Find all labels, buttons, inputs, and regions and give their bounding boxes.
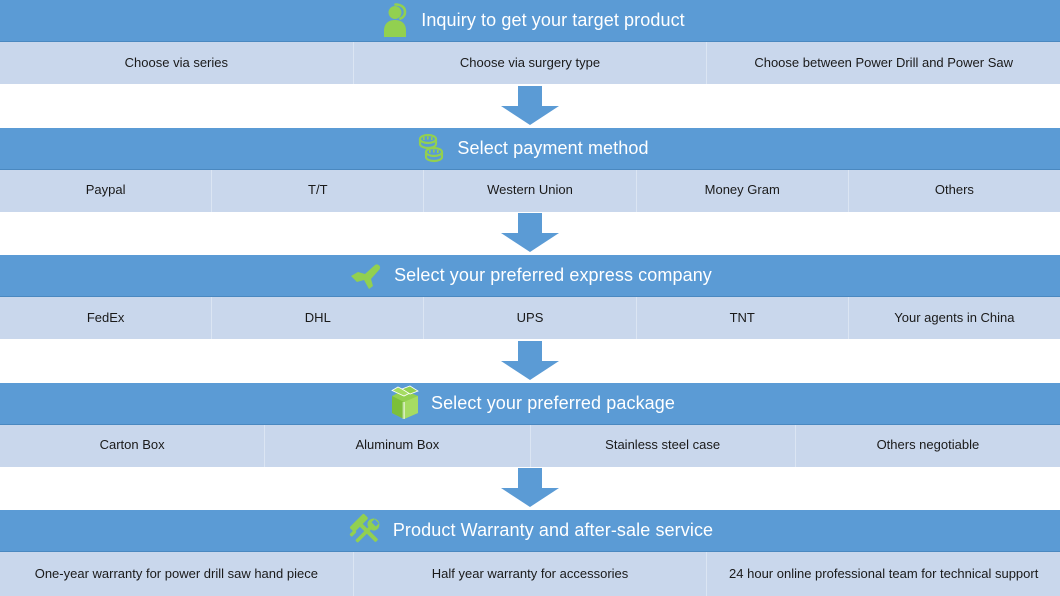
coins-icon [411,128,451,168]
option-row-payment: Paypal T/T Western Union Money Gram Othe… [0,169,1060,212]
stage-warranty: Product Warranty and after-sale service … [0,510,1060,596]
option-row-package: Carton Box Aluminum Box Stainless steel … [0,424,1060,467]
option-item[interactable]: UPS [424,297,637,339]
option-item[interactable]: 24 hour online professional team for tec… [729,565,1039,581]
stage-header-payment: Select payment method [0,127,1060,170]
stage-package: Select your preferred package Carton Box… [0,382,1060,467]
option-item[interactable]: DHL [212,297,425,339]
arrow-down-icon [501,340,559,380]
stage-title: Select your preferred package [430,392,676,413]
arrow-down-icon [501,468,559,508]
package-box-icon [385,383,425,423]
option-item[interactable]: One-year warranty for power drill saw ha… [0,552,354,596]
arrow-down-icon [501,213,559,253]
connector-2 [0,211,1060,255]
connector-3 [0,339,1060,383]
stage-express: Select your preferred express company Fe… [0,255,1060,339]
option-item[interactable]: Carton Box [0,424,266,467]
option-item[interactable]: Paypal [0,169,213,212]
arrow-down-icon [501,85,559,125]
option-row-express: FedEx DHL UPS TNT Your agents in China [0,297,1060,339]
option-item[interactable]: Choose via series [0,42,354,84]
hammer-wrench-icon [347,511,387,551]
connector-4 [0,466,1060,510]
stage-header-warranty: Product Warranty and after-sale service [0,510,1060,552]
option-item[interactable]: FedEx [0,297,213,339]
option-item[interactable]: Others [934,182,974,198]
person-support-icon [375,1,415,41]
stage-header-express: Select your preferred express company [0,255,1060,297]
option-item[interactable]: TNT [637,297,849,339]
stage-title: Select payment method [457,137,649,158]
option-item[interactable]: Western Union [424,169,637,212]
option-item[interactable]: Others negotiable [876,437,980,453]
option-row-warranty: One-year warranty for power drill saw ha… [0,552,1060,596]
option-row-inquiry: Choose via series Choose via surgery typ… [0,42,1060,84]
stage-title: Inquiry to get your target product [421,10,685,30]
stage-inquiry: Inquiry to get your target product Choos… [0,0,1060,84]
option-item[interactable]: T/T [212,169,425,212]
stage-header-inquiry: Inquiry to get your target product [0,0,1060,42]
stage-payment: Select payment method Paypal T/T Western… [0,127,1060,212]
connector-1 [0,84,1060,128]
option-item[interactable]: Your agents in China [894,309,1015,325]
stage-title: Select your preferred express company [394,265,712,285]
option-item[interactable]: Money Gram [637,169,849,212]
option-item[interactable]: Choose between Power Drill and Power Saw [754,54,1014,70]
airplane-icon [348,256,388,296]
stage-header-package: Select your preferred package [0,382,1060,425]
option-item[interactable]: Choose via surgery type [354,42,708,84]
option-item[interactable]: Stainless steel case [531,424,796,467]
option-item[interactable]: Half year warranty for accessories [354,552,708,596]
stage-title: Product Warranty and after-sale service [392,520,714,540]
option-item[interactable]: Aluminum Box [265,424,531,467]
